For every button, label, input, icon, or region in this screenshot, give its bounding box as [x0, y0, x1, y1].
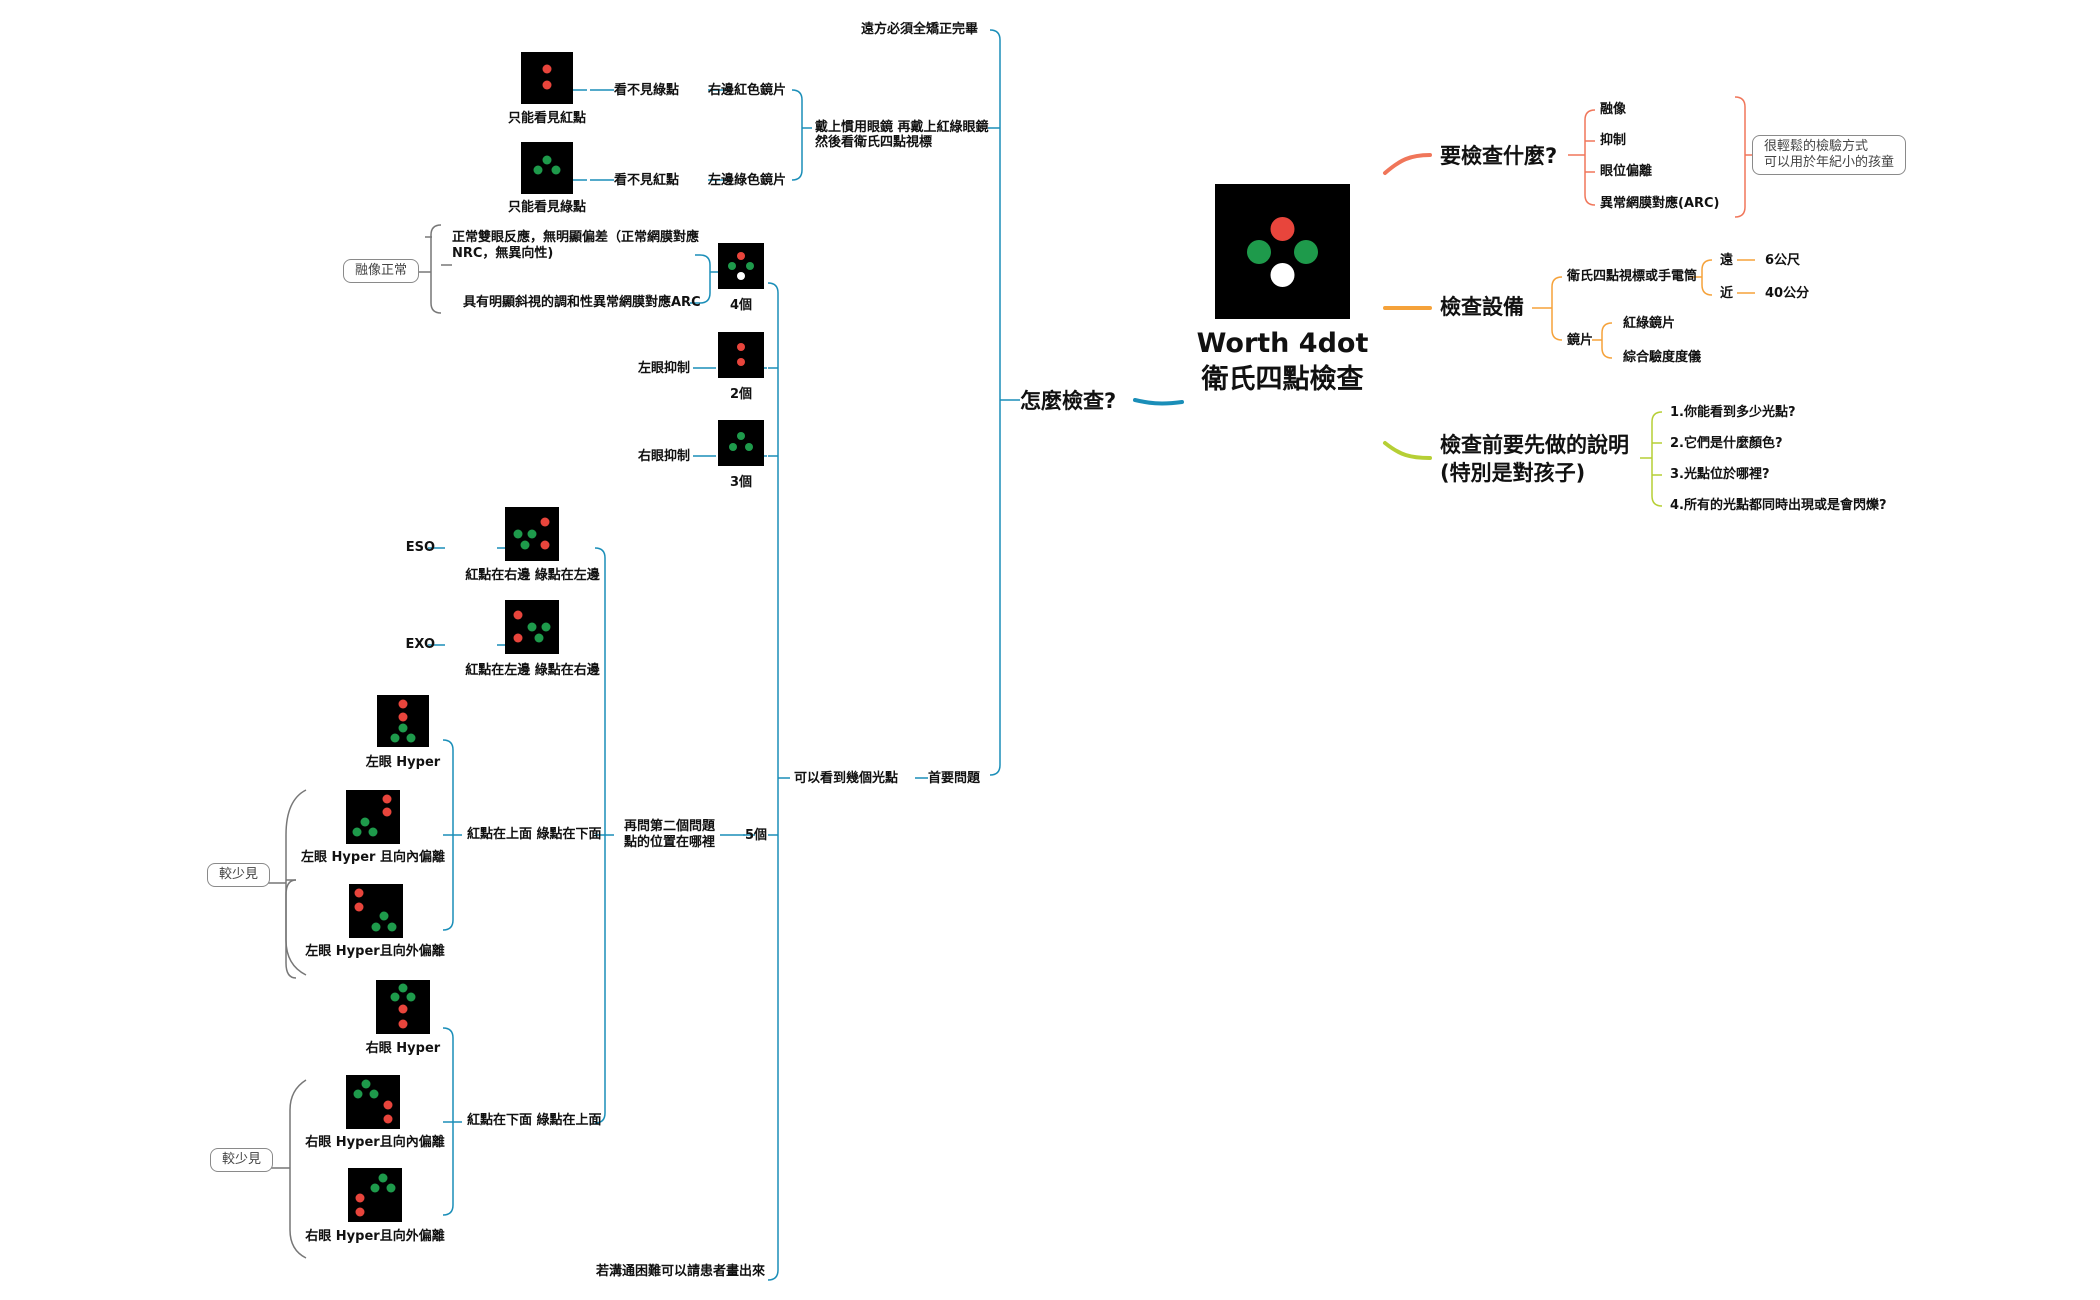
- how-right-hyper-out[interactable]: 右眼 Hyper且向外偏離: [305, 1229, 445, 1244]
- worth-4dot-icon: [1215, 184, 1350, 319]
- how-red-left[interactable]: 紅點在左邊 綠點在右邊: [465, 663, 600, 678]
- how-only-green[interactable]: 只能看見綠點: [507, 200, 586, 215]
- rare-note-right[interactable]: 較少見: [210, 1148, 274, 1172]
- how-right-hyper[interactable]: 右眼 Hyper: [365, 1041, 441, 1056]
- central-title-line2: 衛氏四點檢查: [1201, 364, 1364, 395]
- dots-two: [718, 332, 764, 378]
- how-normal-line1[interactable]: 正常雙眼反應，無明顯偏差（正常網膜對應: [452, 230, 700, 245]
- branch-explain-title-line2: (特別是對孩子): [1440, 461, 1586, 485]
- dot-pattern: [1247, 217, 1318, 287]
- how-four[interactable]: 4個: [729, 298, 753, 313]
- how-eso[interactable]: ESO: [405, 540, 435, 555]
- equipment-lens[interactable]: 鏡片: [1567, 333, 1594, 348]
- dots-right-hyper: [376, 980, 430, 1034]
- how-right-hyper-in[interactable]: 右眼 Hyper且向內偏離: [305, 1135, 445, 1150]
- equipment-near-label[interactable]: 近: [1720, 286, 1734, 301]
- branch-how-title[interactable]: 怎麼檢查?: [1020, 389, 1117, 413]
- fusion-normal-note[interactable]: 融像正常: [343, 259, 420, 283]
- what-item-deviation[interactable]: 眼位偏離: [1600, 164, 1653, 179]
- how-harmonious-arc[interactable]: 具有明顯斜視的調和性異常網膜對應ARC: [463, 295, 701, 310]
- dots-three: [718, 420, 764, 466]
- dots-left-hyper: [377, 695, 429, 747]
- what-note-line2: 可以用於年紀小的孩童: [1764, 155, 1895, 170]
- how-instruction-line1[interactable]: 戴上慣用眼鏡 再戴上紅綠眼鏡: [815, 120, 989, 135]
- how-right-suppression[interactable]: 右眼抑制: [637, 449, 690, 464]
- green-dot-right: [1294, 240, 1318, 264]
- dots-right-hyper-out: [348, 1168, 402, 1222]
- how-instruction-line2: 然後看衛氏四點視標: [815, 135, 933, 150]
- how-normal-line2: NRC，無異向性): [452, 246, 554, 261]
- white-dot: [1270, 263, 1295, 287]
- branch-explain-title-line1[interactable]: 檢查前要先做的說明: [1440, 433, 1629, 457]
- how-exo[interactable]: EXO: [405, 637, 436, 652]
- how-draw-note[interactable]: 若溝通困難可以請患者畫出來: [595, 1264, 765, 1279]
- what-item-fusion[interactable]: 融像: [1600, 102, 1627, 117]
- how-how-many[interactable]: 可以看到幾個光點: [794, 771, 899, 786]
- central-title-line1: Worth 4dot: [1196, 328, 1369, 359]
- equipment-device[interactable]: 衛氏四點視標或手電筒: [1567, 269, 1698, 284]
- how-far-complete[interactable]: 遠方必須全矯正完畢: [860, 22, 978, 37]
- explain-item-4[interactable]: 4.所有的光點都同時出現或是會閃爍?: [1670, 498, 1887, 513]
- how-left-hyper[interactable]: 左眼 Hyper: [365, 755, 441, 770]
- how-left-hyper-out[interactable]: 左眼 Hyper且向外偏離: [305, 944, 445, 959]
- how-green-lens-left[interactable]: 左邊綠色鏡片: [708, 173, 787, 188]
- branch-equipment-title[interactable]: 檢查設備: [1440, 295, 1524, 319]
- equipment-near-value[interactable]: 40公分: [1765, 286, 1810, 301]
- how-no-red[interactable]: 看不見紅點: [614, 173, 680, 188]
- how-red-right[interactable]: 紅點在右邊 綠點在左邊: [465, 568, 600, 583]
- dots-only-green: [521, 142, 573, 194]
- how-no-green[interactable]: 看不見綠點: [614, 83, 680, 98]
- what-item-suppression[interactable]: 抑制: [1600, 133, 1627, 148]
- dots-right-hyper-in: [346, 1075, 400, 1129]
- equipment-lens-redgreen[interactable]: 紅綠鏡片: [1623, 316, 1676, 331]
- what-item-arc[interactable]: 異常網膜對應(ARC): [1600, 196, 1720, 211]
- dots-eso: [505, 507, 559, 561]
- dots-left-hyper-out: [349, 884, 403, 938]
- how-five[interactable]: 5個: [745, 828, 768, 843]
- branch-what-title[interactable]: 要檢查什麼?: [1440, 144, 1558, 168]
- explain-item-1[interactable]: 1.你能看到多少光點?: [1670, 405, 1796, 420]
- what-note[interactable]: 很輕鬆的檢驗方式 可以用於年紀小的孩童: [1752, 135, 1907, 175]
- how-three[interactable]: 3個: [729, 475, 753, 490]
- how-second-q-line1[interactable]: 再問第二個問題: [624, 819, 716, 834]
- dots-four: [718, 243, 764, 289]
- equipment-far-label[interactable]: 遠: [1720, 253, 1734, 268]
- red-dot: [1270, 217, 1295, 241]
- explain-item-3[interactable]: 3.光點位於哪裡?: [1670, 467, 1770, 482]
- rare-note-left[interactable]: 較少見: [207, 863, 271, 887]
- how-red-lens-right[interactable]: 右邊紅色鏡片: [708, 83, 787, 98]
- what-note-line1: 很輕鬆的檢驗方式: [1764, 139, 1869, 154]
- dots-left-hyper-in: [346, 790, 400, 844]
- how-second-q-line2: 點的位置在哪裡: [624, 835, 716, 850]
- how-red-top[interactable]: 紅點在上面 綠點在下面: [467, 827, 602, 842]
- dots-only-red: [521, 52, 573, 104]
- how-two[interactable]: 2個: [729, 387, 753, 402]
- dots-exo: [505, 600, 559, 654]
- how-first-question[interactable]: 首要問題: [928, 771, 981, 786]
- how-left-hyper-in[interactable]: 左眼 Hyper 且向內偏離: [301, 850, 445, 865]
- how-red-bottom[interactable]: 紅點在下面 綠點在上面: [467, 1113, 602, 1128]
- green-dot-left: [1247, 240, 1271, 264]
- how-left-suppression[interactable]: 左眼抑制: [637, 361, 690, 376]
- equipment-lens-phoropter[interactable]: 綜合驗度度儀: [1623, 350, 1702, 365]
- equipment-far-value[interactable]: 6公尺: [1765, 253, 1801, 268]
- how-only-red[interactable]: 只能看見紅點: [507, 111, 586, 126]
- explain-item-2[interactable]: 2.它們是什麼顏色?: [1670, 436, 1783, 451]
